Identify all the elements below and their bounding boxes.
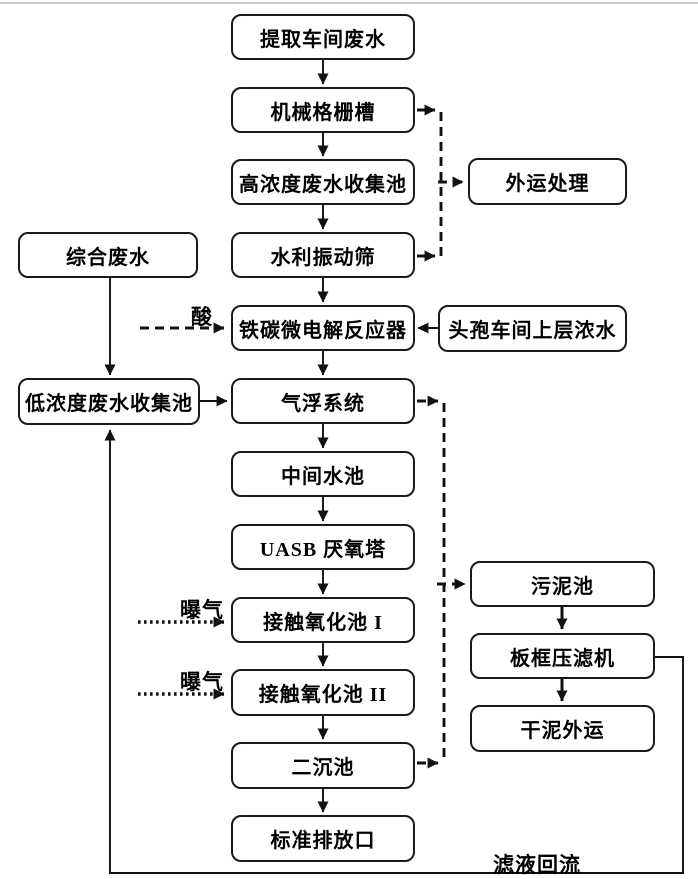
page-top-rule [0, 2, 698, 4]
node-cephalosporin-upper-concentrate: 头孢车间上层浓水 [438, 305, 627, 352]
node-standard-discharge-outlet: 标准排放口 [231, 815, 415, 862]
node-air-flotation-system: 气浮系统 [231, 378, 415, 424]
node-contact-oxidation-pool-1: 接触氧化池 I [231, 597, 415, 643]
node-low-conc-collection-pool: 低浓度废水收集池 [18, 378, 200, 425]
aeration-label-2: 曝气 [180, 670, 224, 694]
acid-label: 酸 [191, 305, 213, 329]
node-hydraulic-vibrating-screen: 水利振动筛 [231, 232, 415, 278]
node-offsite-disposal: 外运处理 [468, 158, 627, 205]
node-intermediate-pool: 中间水池 [231, 451, 415, 497]
node-extract-workshop-wastewater: 提取车间废水 [231, 14, 415, 60]
node-mechanical-grid-channel: 机械格栅槽 [231, 87, 415, 133]
node-secondary-sedimentation-tank: 二沉池 [231, 742, 415, 789]
node-plate-frame-filter-press: 板框压滤机 [470, 633, 655, 679]
edge-filtrate-return-path [104, 429, 684, 874]
filtrate-return-label: 滤液回流 [493, 853, 581, 877]
node-uasb-anaerobic-tower: UASB 厌氧塔 [231, 524, 415, 570]
node-high-conc-collection-pool: 高浓度废水收集池 [231, 159, 415, 205]
node-contact-oxidation-pool-2: 接触氧化池 II [231, 669, 415, 716]
node-dry-sludge-transport: 干泥外运 [470, 705, 655, 752]
node-comprehensive-wastewater: 综合废水 [18, 232, 198, 278]
node-iron-carbon-reactor: 铁碳微电解反应器 [231, 305, 415, 351]
aeration-label-1: 曝气 [180, 598, 224, 622]
node-sludge-pool: 污泥池 [470, 561, 655, 607]
